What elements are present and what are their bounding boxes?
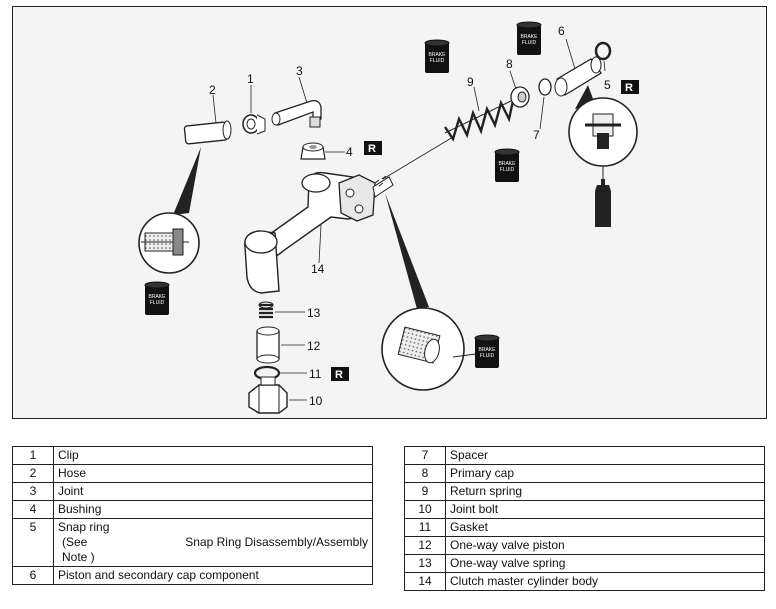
snap-ring-part	[594, 41, 612, 61]
svg-text:BRAKE: BRAKE	[499, 161, 517, 167]
cylinder-body-part	[244, 171, 394, 294]
callout-12: 12	[307, 339, 321, 353]
clip-part	[242, 114, 266, 135]
table-row: 5 Snap ring (See Snap Ring Disassembly/A…	[12, 518, 373, 567]
svg-text:FLUID: FLUID	[150, 300, 165, 306]
table-row: 6 Piston and secondary cap component	[12, 566, 373, 585]
table-row: 3 Joint	[12, 482, 373, 501]
joint-part	[271, 99, 322, 128]
callout-13: 13	[307, 306, 321, 320]
valve-piston-part	[256, 326, 280, 364]
svg-text:FLUID: FLUID	[500, 167, 515, 173]
callout-14: 14	[311, 262, 325, 276]
snap-ring-detail-circle	[568, 85, 638, 227]
callout-3: 3	[296, 64, 303, 78]
piston-detail-circle	[381, 193, 484, 391]
callout-10: 10	[309, 394, 323, 408]
table-row: 4 Bushing	[12, 500, 373, 519]
see-reference: (See Snap Ring Disassembly/Assembly	[62, 535, 368, 549]
hose-detail-circle	[138, 147, 201, 274]
spacer-part	[538, 78, 552, 96]
piston-part	[554, 56, 602, 97]
primary-cap-part	[510, 86, 530, 108]
callout-7: 7	[533, 128, 540, 142]
table-row: 2 Hose	[12, 464, 373, 483]
exploded-parts-diagram: R R	[12, 6, 767, 419]
svg-text:BRAKE: BRAKE	[429, 52, 447, 58]
svg-text:FLUID: FLUID	[480, 353, 495, 359]
callout-4: 4	[346, 145, 353, 159]
svg-text:FLUID: FLUID	[522, 40, 537, 46]
svg-text:FLUID: FLUID	[430, 58, 445, 64]
callout-1: 1	[247, 72, 254, 86]
svg-text:BRAKE: BRAKE	[521, 34, 539, 40]
joint-bolt-part	[248, 376, 288, 414]
return-spring-part	[444, 98, 516, 142]
parts-table-left: 1 Clip 2 Hose 3 Joint 4 Bushing 5 Snap r…	[12, 446, 373, 585]
replace-mark-11: R	[335, 369, 343, 381]
callout-9: 9	[467, 75, 474, 89]
svg-text:BRAKE: BRAKE	[149, 294, 167, 300]
replace-mark-5: R	[625, 82, 633, 94]
valve-spring-part	[258, 301, 274, 319]
callout-6: 6	[558, 24, 565, 38]
callout-8: 8	[506, 57, 513, 71]
svg-text:BRAKE: BRAKE	[479, 347, 497, 353]
bushing-part	[300, 142, 326, 160]
reference-link[interactable]: Snap Ring Disassembly/Assembly	[185, 535, 368, 549]
table-row: 1 Clip	[12, 446, 373, 465]
callout-5: 5	[604, 78, 611, 92]
hose-part	[183, 120, 232, 145]
callout-2: 2	[209, 83, 216, 97]
replace-mark-4: R	[368, 143, 376, 155]
part-name: Snap ring	[58, 520, 110, 534]
callout-11: 11	[309, 367, 322, 381]
